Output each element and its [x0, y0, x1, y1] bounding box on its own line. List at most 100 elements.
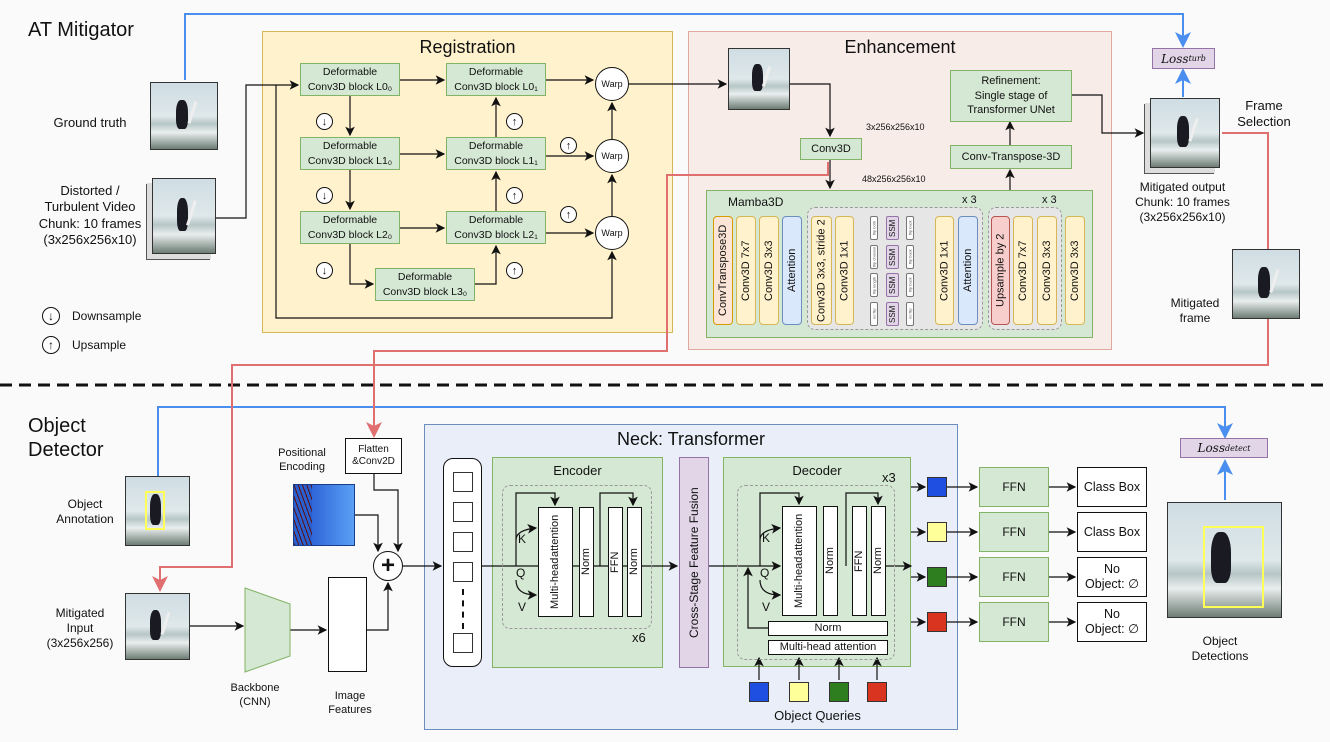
ssm-block: SSM — [886, 273, 899, 297]
ffn-head: FFN — [979, 512, 1049, 552]
label-line: Image — [334, 690, 366, 702]
ground-truth-label: Ground truth — [53, 115, 127, 130]
decoder-self-attn: Multi-head attention — [768, 640, 888, 655]
block-label: Conv3D block L3₀ — [382, 285, 468, 298]
label-line: (3x256x256x10) — [1139, 210, 1226, 224]
label-line: Class Box — [1083, 524, 1141, 539]
flip-op: flip channel — [870, 245, 878, 269]
block-label: Deformable — [468, 214, 524, 227]
query-output — [927, 612, 947, 632]
loss-label: Loss — [1197, 441, 1225, 455]
object-annotation-image — [125, 476, 190, 546]
mamba-layer: Conv3D 3x3 — [1037, 216, 1057, 325]
mamba-layer: Conv3D 3x3, stride 2 — [811, 216, 832, 325]
decoder-ffn: FFN — [852, 506, 867, 616]
encoder-norm: Norm — [579, 507, 594, 617]
legend-downsample: Downsample — [72, 309, 142, 323]
value-label: V — [762, 600, 771, 614]
label-line: (CNN) — [239, 695, 271, 708]
label-line: Flatten — [358, 444, 389, 455]
label-line: Frame — [1245, 98, 1283, 113]
object-query — [829, 682, 849, 702]
block-label: Conv3D block L0₀ — [307, 80, 393, 93]
mitigated-frame-image — [1232, 249, 1300, 319]
label-line: Input — [66, 621, 94, 635]
block-label: Conv3D block L1₀ — [307, 154, 393, 167]
label-line: Detections — [1191, 649, 1249, 663]
query-output — [927, 567, 947, 587]
label-line: Chunk: 10 frames — [1135, 195, 1230, 209]
query-label: Q — [516, 566, 526, 580]
label-line: Distorted / — [60, 183, 120, 198]
label-line: attention — [793, 514, 806, 557]
label-line: Object — [1202, 634, 1238, 648]
bounding-box — [144, 490, 166, 531]
flatten-conv2d-block: Flatten&Conv2D — [345, 438, 402, 474]
warp-node: Warp — [595, 216, 629, 250]
flip-back-op: flip back — [906, 273, 914, 297]
label-line: attention — [549, 515, 562, 558]
block-label: Conv3D block L0₁ — [454, 80, 538, 93]
loss-label: Loss — [1161, 51, 1189, 66]
decoder-self-attn-norm: Norm — [768, 621, 888, 636]
dimension-label: 48x256x256x10 — [862, 174, 926, 184]
label-line: Annotation — [56, 512, 114, 526]
label-line: Encoding — [279, 460, 325, 473]
decoder-layer-group — [737, 485, 895, 660]
flip-back-op: flip back — [906, 216, 914, 240]
flip-back-op: no flip — [906, 302, 914, 326]
label-line: Mitigated output — [1139, 180, 1226, 194]
encoder-layer-group — [502, 485, 652, 629]
block-label: Conv3D block L2₁ — [454, 228, 538, 241]
registered-frames-image — [728, 48, 790, 110]
loss-subscript: detect — [1225, 443, 1251, 453]
mamba-layer: Conv3D 7x7 — [1013, 216, 1033, 325]
block-label: Transformer UNet — [967, 104, 1055, 117]
encoder-ffn: FFN — [608, 507, 623, 617]
mamba-layer: Conv3D 1x1 — [835, 216, 854, 325]
downsample-icon: ↓ — [316, 113, 333, 130]
block-label: Conv3D block L1₁ — [454, 154, 538, 167]
add-icon: + — [373, 551, 403, 581]
flip-back-op: flip back — [906, 245, 914, 269]
token-sequence — [443, 458, 482, 667]
conv-transpose-block: Conv-Transpose-3D — [950, 145, 1072, 169]
conv3d-block: Conv3D — [800, 138, 862, 160]
label-line: Mitigated — [1170, 296, 1220, 310]
block-label: Deformable — [322, 140, 378, 153]
upsample-icon: ↑ — [42, 336, 60, 354]
query-output — [927, 477, 947, 497]
mamba3d-title: Mamba3D — [728, 195, 784, 209]
flip-op: no flip — [870, 302, 878, 326]
value-label: V — [518, 600, 527, 614]
mamba-layer: Upsample by 2 — [991, 216, 1010, 325]
ssm-block: SSM — [886, 216, 899, 240]
label-line: Selection — [1237, 114, 1291, 130]
decoder-repeat: x3 — [882, 470, 896, 485]
downsample-icon: ↓ — [316, 187, 333, 204]
decoder-norm: Norm — [871, 506, 886, 616]
mitigated-output-stack — [1150, 98, 1220, 168]
key-label: K — [762, 531, 771, 545]
mamba-layer: Attention — [782, 216, 802, 325]
section-title-mitigator: AT Mitigator — [28, 19, 134, 41]
token — [453, 472, 473, 492]
mamba-layer: Conv3D 3x3 — [759, 216, 779, 325]
cross-stage-feature-fusion: Cross-Stage Feature Fusion — [679, 457, 709, 668]
bounding-box — [1203, 525, 1265, 608]
block-label: Refinement: — [981, 74, 1041, 87]
key-label: K — [518, 532, 527, 546]
ellipsis-dashes — [462, 589, 464, 629]
block-label: Deformable — [322, 214, 378, 227]
